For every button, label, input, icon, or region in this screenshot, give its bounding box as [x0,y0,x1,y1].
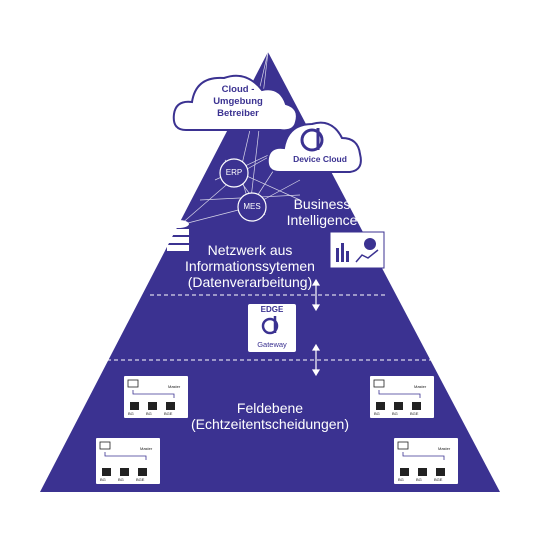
master-label: Master [168,384,181,389]
device-label: BG [416,477,422,482]
master-label: Master [414,384,427,389]
device-icon [120,468,129,476]
device-label: BG [128,411,134,416]
master-label: Master [438,446,451,451]
device-icon [130,402,139,410]
mes-node [237,192,267,222]
dashboard-icon [329,231,385,269]
gateway-label: Gateway [257,340,287,349]
connection-line [402,452,445,460]
business-intelligence-label: Business Intelligence [286,196,358,228]
logbot-label-1: Log-Bot 55 [138,368,170,374]
arrow-lower [311,343,321,377]
network-label: Netzwerk aus Informationssytemen (Datenv… [185,242,315,290]
device-label: BGE [164,411,173,416]
device-cloud-label: Device Cloud [293,154,347,164]
device-label: BG [374,411,380,416]
arrow-upper [311,278,321,312]
logbot-label-2: Log-Bot 55 [384,368,416,374]
device-icon [102,468,111,476]
laptop-icon [127,379,139,388]
connection-line [132,390,175,398]
device-icon [400,468,409,476]
device-label: BG [146,411,152,416]
device-label: BGE [434,477,443,482]
laptop-icon [373,379,385,388]
logbot-label-4: Log-Bot 55 [408,430,440,436]
operator-cloud-label: Cloud - Umgebung Betreiber [213,84,263,119]
laptop-icon [99,441,111,450]
device-label: BG [100,477,106,482]
device-icon [148,402,157,410]
device-icon [166,402,175,410]
erp-node [219,158,249,188]
field-level-label: Feldebene (Echtzeitentscheidungen) [191,400,349,432]
database-icon [167,220,189,251]
device-label: BGE [136,477,145,482]
operator-cloud-icon [172,74,298,132]
mes-label: MES [243,202,261,211]
device-icon [376,402,385,410]
device-label: BG [392,411,398,416]
laptop-icon [397,441,409,450]
connection-line [378,390,421,398]
device-label: BG [398,477,404,482]
device-label: BGE [410,411,419,416]
device-icon [436,468,445,476]
device-label: BG [118,477,124,482]
device-icon [412,402,421,410]
connection-line [104,452,147,460]
edge-label: EDGE [260,305,284,314]
device-icon [418,468,427,476]
edge-gateway-icon [248,304,296,352]
master-label: Master [140,446,153,451]
device-icon [394,402,403,410]
device-icon [138,468,147,476]
device-cloud-icon [266,121,362,173]
logbot-label-3: Log-Bot 55 [110,430,142,436]
erp-label: ERP [225,168,243,177]
